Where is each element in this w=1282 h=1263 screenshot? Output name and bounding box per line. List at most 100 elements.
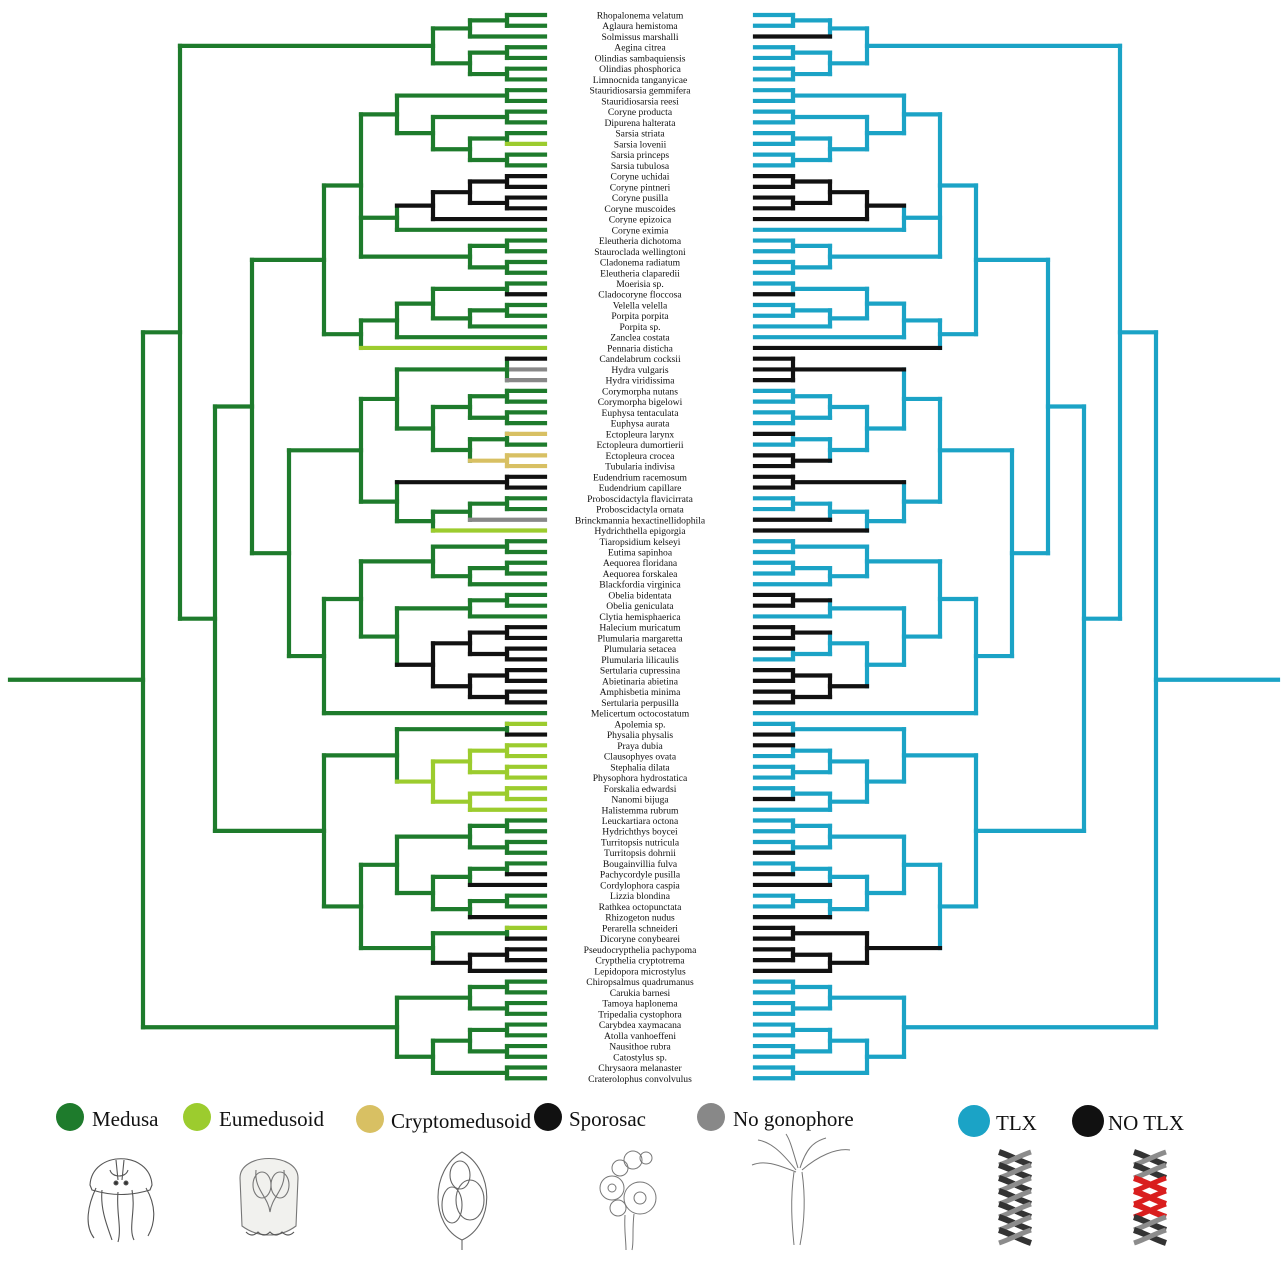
dna-strand xyxy=(998,1227,1032,1246)
tlx-swatch xyxy=(958,1105,990,1137)
no-gonophore-swatch xyxy=(697,1103,725,1131)
taxon-label: Plumularia setacea xyxy=(604,644,677,655)
taxon-label: Aequorea forskalea xyxy=(603,569,679,580)
sporosac-illustration xyxy=(599,1150,657,1251)
legend-no-tlx: NO TLX xyxy=(1072,1105,1184,1137)
taxon-label: Catostylus sp. xyxy=(613,1052,667,1063)
taxon-label: Stephalia dilata xyxy=(610,762,670,773)
sporosac-swatch xyxy=(534,1103,562,1131)
taxon-label: Coryne epizoica xyxy=(609,215,672,226)
taxon-label: Rathkea octopunctata xyxy=(599,902,683,913)
taxon-label: Limnocnida tanganyicae xyxy=(593,75,688,86)
dna-strand xyxy=(1133,1227,1167,1246)
taxon-label: Rhizogeton nudus xyxy=(605,913,675,924)
taxon-label: Hydra viridissima xyxy=(605,376,675,387)
legend-sporosac-label: Sporosac xyxy=(569,1107,646,1131)
legend-cryptomedusoid-label: Cryptomedusoid xyxy=(391,1109,531,1133)
legend-eumedusoid-label: Eumedusoid xyxy=(219,1107,324,1131)
taxon-label: Coryne producta xyxy=(608,107,673,118)
hydra-illustration xyxy=(751,1133,851,1246)
taxon-label: Eudendrium capillare xyxy=(599,483,682,494)
taxon-label: Forskalia edwardsi xyxy=(604,784,677,795)
taxon-label: Dicoryne conybearei xyxy=(600,934,681,945)
taxon-label: Lizzia blondina xyxy=(610,891,671,902)
taxon-label: Physalia physalis xyxy=(607,730,674,741)
medusa-swatch xyxy=(56,1103,84,1131)
cryptomedusoid-illustration xyxy=(437,1151,488,1250)
legend-eumedusoid: Eumedusoid xyxy=(183,1103,324,1131)
taxon-label: Ectopleura larynx xyxy=(606,429,675,440)
cryptomedusoid-swatch xyxy=(356,1105,384,1133)
taxon-label: Olindias phosphorica xyxy=(599,64,682,75)
taxon-label: Plumularia lilicaulis xyxy=(601,655,679,666)
taxon-label: Pseudocrypthelia pachypoma xyxy=(584,945,697,956)
taxon-label: Craterolophus convolvulus xyxy=(588,1074,692,1085)
taxon-label: Apolemia sp. xyxy=(614,719,665,730)
no-tlx-swatch xyxy=(1072,1105,1104,1137)
taxon-label: Moerisia sp. xyxy=(616,279,663,290)
taxon-label: Coryne eximia xyxy=(612,225,669,236)
taxon-label: Pennaria disticha xyxy=(607,343,674,354)
taxon-label: Carukia barnesi xyxy=(610,988,671,999)
taxon-label: Sarsia tubulosa xyxy=(611,161,670,172)
taxon-label: Crypthelia cryptotrema xyxy=(595,956,685,967)
taxon-label: Stauridiosarsia gemmifera xyxy=(590,86,692,97)
taxon-label: Cladonema radiatum xyxy=(600,258,681,269)
legend-medusa-label: Medusa xyxy=(92,1107,159,1131)
taxon-label: Clausophyes ovata xyxy=(604,752,677,763)
taxon-label: Sertularia perpusilla xyxy=(601,698,679,709)
taxon-label: Euphysa tentaculata xyxy=(602,408,680,419)
taxon-label: Eleutheria claparedii xyxy=(600,268,680,279)
taxon-label: Tripedalia cystophora xyxy=(598,1009,682,1020)
taxon-label: Carybdea xaymacana xyxy=(599,1020,682,1031)
taxon-label: Stauridiosarsia reesi xyxy=(601,96,679,107)
taxon-label: Bougainvillia fulva xyxy=(603,859,678,870)
taxon-label: Turritopsis nutricula xyxy=(601,837,680,848)
taxon-label: Aglaura hemistoma xyxy=(602,21,678,32)
eumedusoid-swatch xyxy=(183,1103,211,1131)
taxon-label: Zanclea costata xyxy=(610,333,670,344)
taxon-label: Proboscidactyla ornata xyxy=(596,505,684,516)
legend-no-gonophore: No gonophore xyxy=(697,1103,854,1131)
taxon-label: Lepidopora microstylus xyxy=(594,966,686,977)
taxon-label: Sarsia lovenii xyxy=(614,139,667,150)
taxon-label: Halecium muricatum xyxy=(599,623,681,634)
gonophore-tree xyxy=(7,12,548,1081)
taxon-label: Nanomi bijuga xyxy=(611,795,669,806)
legend: Medusa Eumedusoid Cryptomedusoid Sporosa… xyxy=(56,1103,1184,1137)
legend-tlx: TLX xyxy=(958,1105,1037,1137)
taxon-label: Halistemma rubrum xyxy=(602,805,680,816)
taxon-label: Aequorea floridana xyxy=(603,558,678,569)
tlx-tree xyxy=(752,12,1281,1081)
taxon-label: Ectopleura dumortierii xyxy=(596,440,683,451)
medusa-illustration xyxy=(87,1158,155,1243)
taxon-label: Tiaropsidium kelseyi xyxy=(600,537,681,548)
taxon-label: Rhopalonema velatum xyxy=(597,11,684,22)
taxon-label: Clytia hemisphaerica xyxy=(599,612,681,623)
taxon-label: Corymorpha nutans xyxy=(602,386,678,397)
taxon-label: Hydra vulgaris xyxy=(611,365,669,376)
taxon-label: Physophora hydrostatica xyxy=(593,773,688,784)
dna-no-tlx-illustration xyxy=(1133,1149,1167,1246)
legend-no-tlx-label: NO TLX xyxy=(1108,1111,1184,1135)
taxon-label: Pachycordyle pusilla xyxy=(600,870,681,881)
taxon-label: Ectopleura crocea xyxy=(606,451,676,462)
taxon-label: Cordylophora caspia xyxy=(600,880,680,891)
taxon-label: Perarella schneideri xyxy=(602,923,678,934)
taxon-label: Blackfordia virginica xyxy=(599,580,681,591)
taxon-label: Amphisbetia minima xyxy=(600,687,681,698)
taxon-label: Abietinaria abietina xyxy=(602,676,679,687)
eumedusoid-illustration xyxy=(239,1158,299,1236)
taxon-label: Sarsia princeps xyxy=(611,150,670,161)
legend-tlx-label: TLX xyxy=(996,1111,1037,1135)
taxon-label: Leuckartiara octona xyxy=(602,816,679,827)
taxon-label: Aegina citrea xyxy=(614,43,666,54)
taxon-label: Dipurena halterata xyxy=(604,118,676,129)
legend-no-gonophore-label: No gonophore xyxy=(733,1107,854,1131)
taxon-label: Porpita sp. xyxy=(619,322,660,333)
legend-medusa: Medusa xyxy=(56,1103,159,1131)
taxon-label: Euphysa aurata xyxy=(611,419,671,430)
taxon-label: Plumularia margaretta xyxy=(597,633,683,644)
taxon-label: Sarsia striata xyxy=(615,129,665,140)
